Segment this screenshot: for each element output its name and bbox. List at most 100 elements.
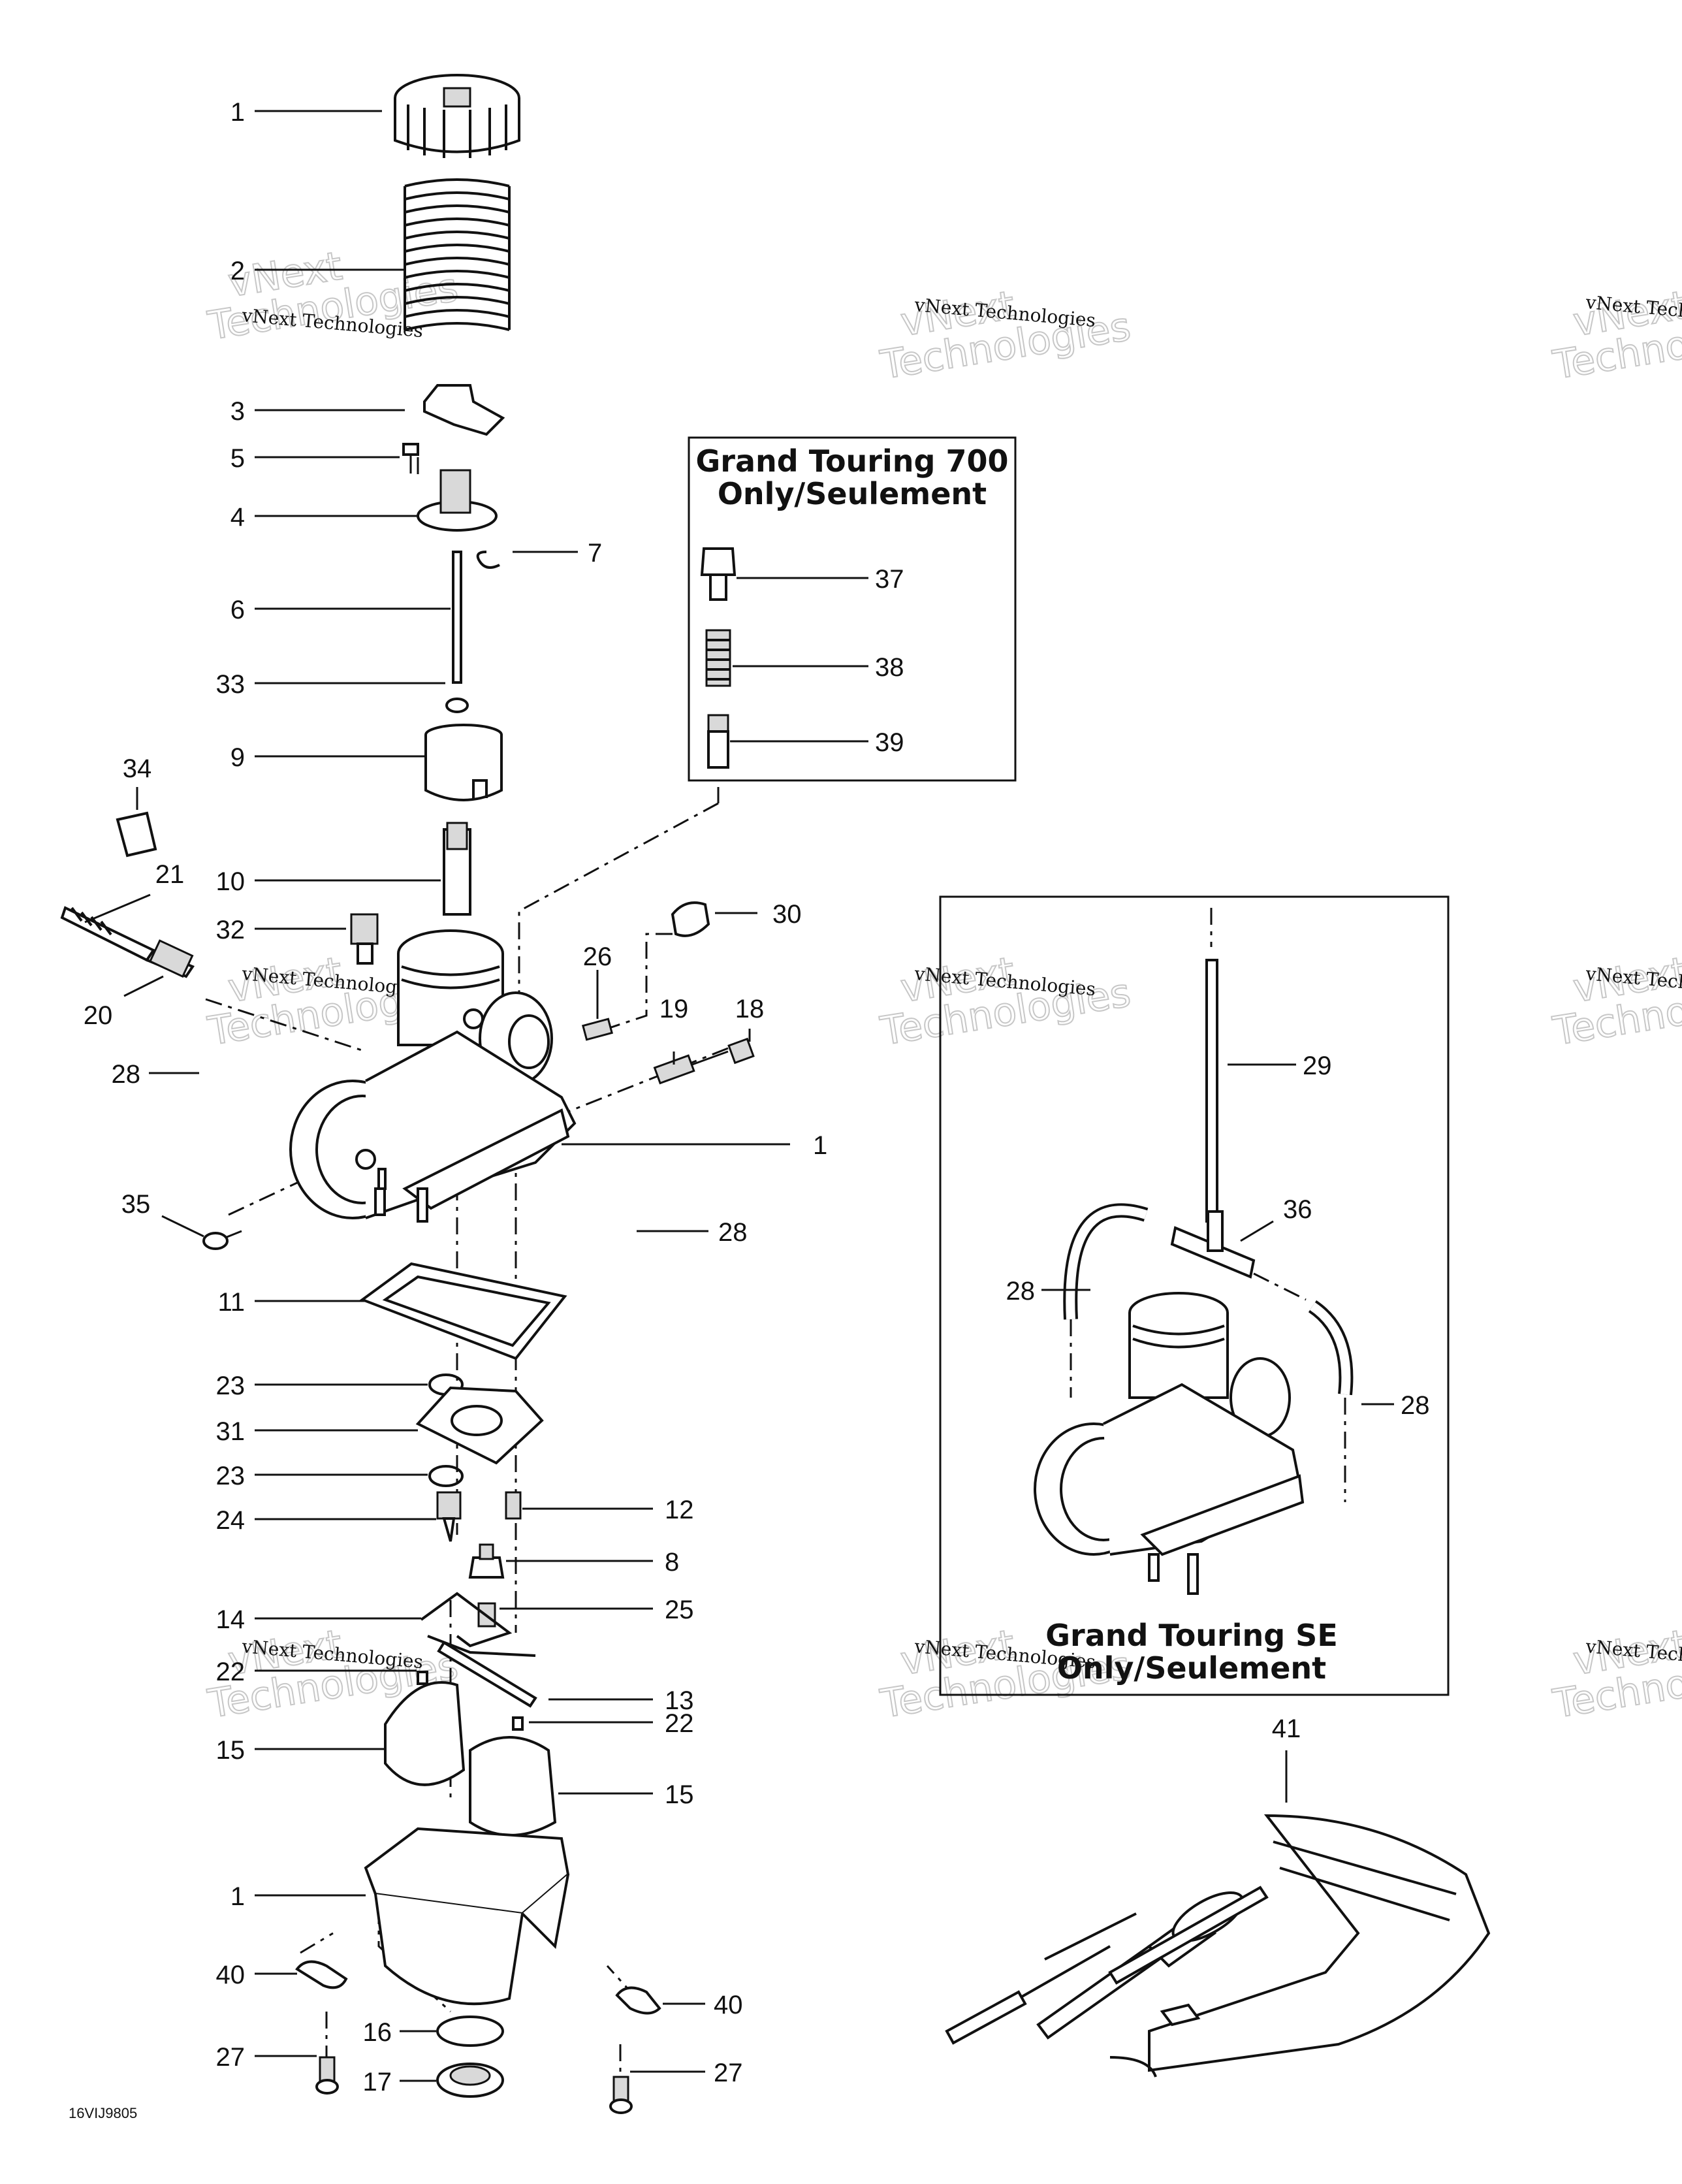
callout-22a: 22 bbox=[216, 1658, 246, 1686]
part-needle-22b bbox=[512, 1716, 524, 1731]
callout-33: 33 bbox=[216, 670, 246, 699]
callout-2: 2 bbox=[230, 257, 245, 285]
callout-22b: 22 bbox=[665, 1709, 694, 1738]
part-float-15a bbox=[384, 1681, 466, 1786]
gtse-box: Grand Touring SE Only/Seulement bbox=[939, 895, 1450, 1696]
callout-16: 16 bbox=[363, 2018, 392, 2047]
part-clamp-40b bbox=[615, 1986, 661, 2015]
part-screw-27b bbox=[609, 2076, 633, 2114]
part-clamp-40a bbox=[295, 1960, 348, 1989]
callout-34: 34 bbox=[123, 754, 152, 783]
diagram-code: 16VIJ9805 bbox=[69, 2105, 137, 2121]
part-cap-30 bbox=[671, 901, 710, 937]
gt700-title-line1: Grand Touring 700 bbox=[696, 443, 1009, 479]
part-float-bowl bbox=[364, 1827, 570, 2006]
part-cap bbox=[394, 74, 520, 158]
callout-10: 10 bbox=[216, 867, 246, 896]
part-hose-28-left bbox=[1063, 1203, 1149, 1320]
part-jet-26 bbox=[581, 1018, 614, 1041]
callout-21: 21 bbox=[155, 860, 185, 889]
callout-6: 6 bbox=[230, 596, 245, 624]
callout-41: 41 bbox=[1272, 1714, 1301, 1743]
part-gasket-11 bbox=[359, 1262, 567, 1360]
callout-14: 14 bbox=[216, 1605, 246, 1634]
part-small-spring-20 bbox=[148, 939, 194, 978]
part-o-ring-23b bbox=[428, 1465, 464, 1487]
part-screw-27a bbox=[315, 2056, 339, 2095]
part-float-arm-14 bbox=[420, 1592, 536, 1657]
gtse-title-line1: Grand Touring SE bbox=[1045, 1618, 1338, 1653]
part-jet-24 bbox=[436, 1491, 462, 1542]
part-pin-13 bbox=[437, 1641, 537, 1708]
part-carburetor-body bbox=[289, 929, 577, 1223]
callout-39: 39 bbox=[875, 728, 904, 757]
callout-1-bowl: 1 bbox=[230, 1882, 245, 1911]
gtse-title-line2: Only/Seulement bbox=[1057, 1650, 1326, 1686]
part-tool-kit-41 bbox=[945, 1814, 1491, 2078]
callout-11: 11 bbox=[217, 1288, 245, 1317]
part-tube-29 bbox=[1205, 959, 1218, 1223]
callout-24: 24 bbox=[216, 1506, 246, 1535]
part-needle bbox=[452, 551, 462, 684]
callout-28-se-right: 28 bbox=[1401, 1391, 1430, 1420]
callout-27b: 27 bbox=[714, 2059, 743, 2087]
callout-25: 25 bbox=[665, 1596, 694, 1624]
callout-12: 12 bbox=[665, 1496, 694, 1524]
callout-30: 30 bbox=[772, 900, 802, 929]
part-fitting-37 bbox=[700, 547, 737, 601]
callout-28-se-left: 28 bbox=[1006, 1277, 1036, 1306]
assembly-lines bbox=[205, 457, 1346, 2077]
part-carburetor-se bbox=[1034, 1292, 1305, 1595]
part-jet-12 bbox=[505, 1491, 522, 1520]
callout-1-cap: 1 bbox=[230, 98, 245, 127]
gt700-frame bbox=[688, 436, 1017, 782]
part-needle-jet bbox=[443, 822, 471, 916]
callout-3: 3 bbox=[230, 397, 245, 426]
callout-labels: 1 2 3 5 4 7 6 33 9 34 10 21 32 20 28 35 … bbox=[84, 98, 1430, 2096]
callout-35: 35 bbox=[121, 1190, 151, 1219]
part-cap-32 bbox=[350, 913, 379, 965]
callout-40b: 40 bbox=[714, 1991, 743, 2019]
callout-37: 37 bbox=[875, 565, 904, 594]
part-float-15b bbox=[469, 1736, 557, 1837]
callout-36: 36 bbox=[1283, 1195, 1312, 1224]
callout-18: 18 bbox=[735, 995, 765, 1023]
part-o-ring-16 bbox=[436, 2015, 504, 2047]
part-plate-31 bbox=[415, 1386, 544, 1465]
part-screw-18 bbox=[727, 1037, 755, 1065]
part-fitting-39 bbox=[707, 714, 729, 769]
part-drain-plug-17 bbox=[436, 2063, 504, 2098]
callout-15a: 15 bbox=[216, 1736, 246, 1765]
part-cap-34 bbox=[116, 811, 157, 858]
callout-9: 9 bbox=[230, 743, 245, 772]
callout-19: 19 bbox=[659, 995, 689, 1023]
gt700-title-line2: Only/Seulement bbox=[718, 476, 987, 511]
callout-40a: 40 bbox=[216, 1961, 246, 1989]
callout-29: 29 bbox=[1303, 1052, 1332, 1080]
part-spring-38 bbox=[705, 629, 731, 687]
part-plate bbox=[423, 384, 505, 436]
callout-38: 38 bbox=[875, 653, 904, 682]
callout-31: 31 bbox=[216, 1417, 246, 1446]
callout-23b: 23 bbox=[216, 1462, 246, 1490]
part-needle-holder bbox=[417, 469, 498, 532]
callout-28-left: 28 bbox=[112, 1060, 141, 1089]
callout-5: 5 bbox=[230, 444, 245, 473]
callout-4: 4 bbox=[230, 503, 245, 532]
callout-26: 26 bbox=[583, 942, 612, 971]
callout-15b: 15 bbox=[665, 1780, 694, 1809]
part-tee-36 bbox=[1170, 1210, 1256, 1279]
callout-20: 20 bbox=[84, 1001, 113, 1030]
part-slide bbox=[424, 724, 503, 801]
part-spring bbox=[404, 178, 511, 331]
callout-32: 32 bbox=[216, 916, 246, 944]
part-needle-22a bbox=[417, 1671, 428, 1685]
callout-23a: 23 bbox=[216, 1372, 246, 1400]
part-jet-8 bbox=[468, 1543, 505, 1579]
part-washer bbox=[445, 698, 469, 713]
leader-lines bbox=[84, 110, 1394, 2082]
gt700-box: Grand Touring 700 Only/Seulement bbox=[688, 436, 1017, 782]
gtse-frame bbox=[939, 895, 1450, 1696]
callout-28-right: 28 bbox=[718, 1218, 748, 1247]
